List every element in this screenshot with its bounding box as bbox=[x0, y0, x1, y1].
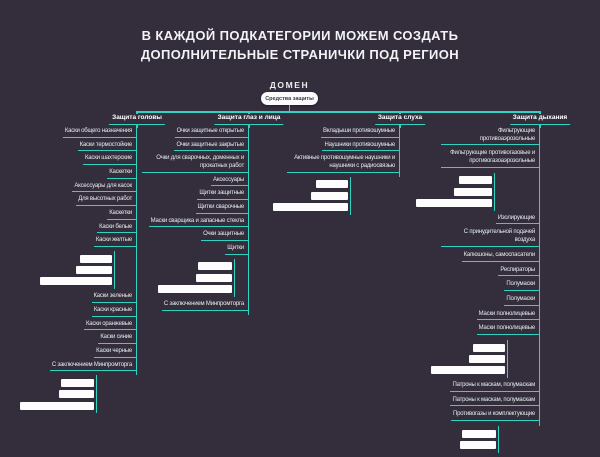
topic-node[interactable]: Каски общего назначения bbox=[62, 128, 136, 138]
topic-node[interactable]: Каски шахтерские bbox=[82, 155, 136, 166]
root-node[interactable]: Средства защиты bbox=[261, 92, 318, 105]
topic-node[interactable]: Полумаски bbox=[504, 281, 539, 291]
branch-header[interactable]: Защита глаз и лица bbox=[214, 114, 284, 126]
topic-node[interactable]: Противогазы и комплектующие bbox=[451, 411, 539, 421]
image-placeholder-bar[interactable] bbox=[196, 273, 232, 282]
image-placeholder-bar[interactable] bbox=[460, 441, 496, 450]
topic-node[interactable]: Каски оранжевые bbox=[84, 321, 136, 331]
image-placeholder-bar[interactable] bbox=[469, 354, 505, 363]
image-placeholder-group bbox=[460, 426, 499, 453]
topic-node[interactable]: С заключением Минпромторга bbox=[161, 301, 248, 311]
page-title-line1: В КАЖДОЙ ПОДКАТЕГОРИИ МОЖЕМ СОЗДАТЬ bbox=[141, 28, 459, 43]
connector-root-line bbox=[288, 105, 290, 112]
topic-node[interactable]: Маски сварщика и запасные стекла bbox=[148, 218, 248, 228]
topic-node[interactable]: Каски белые bbox=[97, 224, 136, 234]
topic-node[interactable]: Активные противошумные наушники и наушни… bbox=[287, 155, 399, 173]
topic-node[interactable]: Капюшоны, самоспасатели bbox=[461, 252, 539, 262]
topic-node[interactable]: Наушники противошумные bbox=[322, 142, 399, 152]
image-placeholder-bar[interactable] bbox=[61, 378, 94, 387]
topic-node[interactable]: Фильтрующие противогазовые и противогазо… bbox=[441, 150, 539, 168]
topic-node[interactable]: Маски полнолицевые bbox=[476, 311, 539, 321]
topic-node[interactable]: Полумаски bbox=[504, 296, 539, 306]
topic-node[interactable]: Каски зеленые bbox=[91, 293, 136, 303]
image-placeholder-bar[interactable] bbox=[316, 180, 348, 189]
image-placeholder-group bbox=[431, 339, 508, 378]
topic-node[interactable]: Респираторы bbox=[498, 267, 539, 277]
image-placeholder-group bbox=[158, 258, 235, 297]
image-placeholder-bar[interactable] bbox=[459, 176, 492, 185]
topic-node[interactable]: Аксессуары для касок bbox=[72, 183, 136, 193]
topic-node[interactable]: Каски черные bbox=[94, 348, 136, 358]
image-placeholder-bar[interactable] bbox=[76, 266, 112, 275]
topic-node[interactable]: Каски желтые bbox=[93, 237, 136, 248]
topic-node[interactable]: Очки для сварочных, доменных и прокатных… bbox=[142, 155, 248, 173]
image-placeholder-bar[interactable] bbox=[431, 366, 505, 375]
mindmap-canvas: В КАЖДОЙ ПОДКАТЕГОРИИ МОЖЕМ СОЗДАТЬ ДОПО… bbox=[0, 27, 600, 453]
topic-node[interactable]: Очки защитные bbox=[201, 231, 248, 242]
image-placeholder-bar[interactable] bbox=[462, 429, 496, 438]
topic-node[interactable]: Патроны к маскам, полумаскам bbox=[450, 382, 539, 392]
topic-node[interactable]: Патроны к маскам, полумаскам bbox=[450, 397, 539, 407]
branch-header[interactable]: Защита слуха bbox=[374, 114, 426, 126]
topic-node[interactable]: Щитки bbox=[225, 245, 248, 255]
topic-node[interactable]: Каскетки bbox=[107, 210, 136, 220]
image-placeholder-bar[interactable] bbox=[59, 390, 94, 399]
page-title: В КАЖДОЙ ПОДКАТЕГОРИИ МОЖЕМ СОЗДАТЬ ДОПО… bbox=[0, 27, 600, 65]
topic-node[interactable]: Вкладыши противошумные bbox=[321, 128, 399, 138]
topic-node[interactable]: Очки защитные закрытые bbox=[174, 142, 248, 152]
topic-node[interactable]: Аксессуары bbox=[211, 177, 248, 187]
topic-node[interactable]: Каскетки bbox=[107, 169, 136, 179]
image-placeholder-bar[interactable] bbox=[20, 401, 94, 410]
image-placeholder-bar[interactable] bbox=[198, 262, 232, 271]
topic-node[interactable]: Для высотных работ bbox=[76, 196, 136, 207]
image-placeholder-bar[interactable] bbox=[473, 343, 505, 352]
topic-node[interactable]: С заключением Минпромторга bbox=[49, 362, 136, 372]
topic-node[interactable]: С принудительной подачей воздуха bbox=[441, 229, 539, 247]
topic-node[interactable]: Изолирующие bbox=[495, 215, 539, 225]
topic-node[interactable]: Щитки сварочные bbox=[195, 204, 248, 214]
topic-node[interactable]: Каски синие bbox=[98, 334, 136, 344]
page-title-line2: ДОПОЛНИТЕЛЬНЫЕ СТРАНИЧКИ ПОД РЕГИОН bbox=[140, 46, 460, 62]
topic-node[interactable]: Каски красные bbox=[91, 307, 136, 317]
image-placeholder-bar[interactable] bbox=[158, 285, 232, 294]
topic-node[interactable]: Очки защитные открытые bbox=[174, 128, 248, 138]
image-placeholder-bar[interactable] bbox=[416, 199, 492, 208]
image-placeholder-bar[interactable] bbox=[454, 187, 492, 196]
topic-node[interactable]: Щитки защитные bbox=[197, 190, 248, 201]
image-placeholder-bar[interactable] bbox=[273, 203, 348, 212]
image-placeholder-group bbox=[416, 172, 495, 211]
domain-label: ДОМЕН bbox=[269, 80, 310, 90]
topic-node[interactable]: Маски полнолицевые bbox=[476, 325, 539, 335]
topic-node[interactable]: Каски термостойкие bbox=[77, 142, 136, 152]
connector-main-line bbox=[137, 111, 541, 113]
image-placeholder-bar[interactable] bbox=[40, 277, 112, 286]
image-placeholder-bar[interactable] bbox=[311, 191, 348, 200]
branch-header[interactable]: Защита дыхания bbox=[509, 114, 571, 126]
topic-node[interactable]: Фильтрующие противоаэрозольные bbox=[441, 128, 539, 146]
image-placeholder-group bbox=[273, 176, 351, 215]
branch-header[interactable]: Защита головы bbox=[109, 114, 165, 126]
image-placeholder-group bbox=[20, 375, 97, 414]
image-placeholder-group bbox=[40, 251, 115, 290]
image-placeholder-bar[interactable] bbox=[80, 254, 112, 263]
